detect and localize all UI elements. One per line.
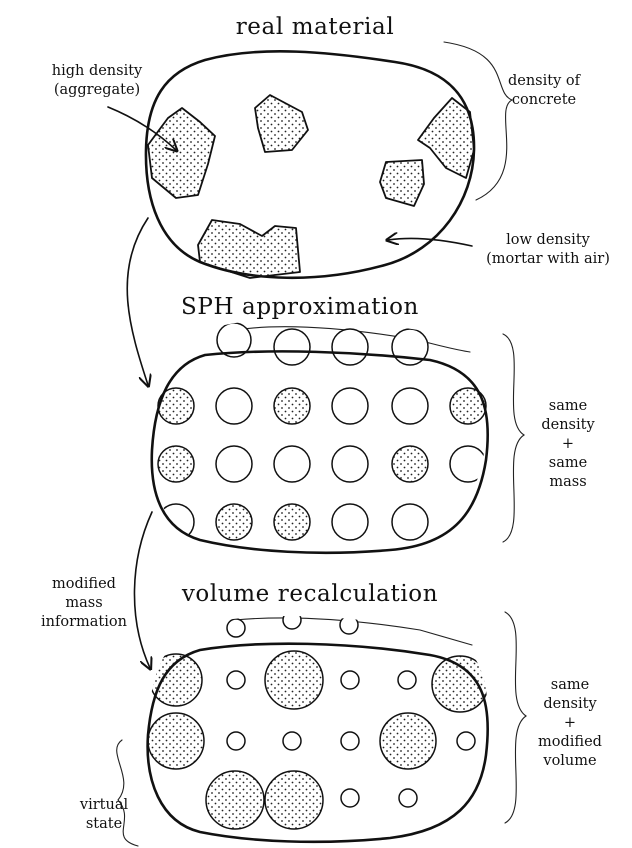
particle	[227, 619, 245, 637]
particle-dense	[206, 771, 264, 829]
particle	[332, 329, 368, 365]
label-information: information	[41, 614, 127, 630]
label-volume: volume	[542, 753, 596, 769]
label-density-2: density	[543, 696, 597, 712]
label-same-1: same	[549, 398, 587, 414]
particle	[283, 611, 301, 629]
sph-outline	[152, 351, 488, 552]
label-state: state	[86, 816, 122, 832]
particle-dense	[274, 504, 310, 540]
particle	[283, 732, 301, 750]
particle	[274, 329, 310, 365]
label-same-2: same	[549, 455, 587, 471]
title-volume-recalculation: volume recalculation	[181, 581, 438, 607]
particle-dense	[265, 651, 323, 709]
particle-dense	[158, 446, 194, 482]
particle-dense	[380, 713, 436, 769]
label-mortar-with-air: (mortar with air)	[486, 251, 610, 267]
particle	[340, 616, 358, 634]
particle-dense	[274, 388, 310, 424]
label-modified: modified	[52, 576, 116, 592]
title-sph-approximation: SPH approximation	[181, 294, 419, 320]
particle	[341, 732, 359, 750]
label-mass-info: mass	[65, 595, 102, 611]
arrow-real-to-sph	[127, 218, 148, 385]
particle	[274, 446, 310, 482]
label-same-3: same	[551, 677, 589, 693]
panel-sph-approximation: SPH approximation	[152, 294, 596, 553]
aggregate-right-top	[418, 98, 474, 178]
particle	[457, 732, 475, 750]
particle	[341, 789, 359, 807]
label-density-of: density of	[508, 73, 582, 89]
particle	[332, 446, 368, 482]
label-low-density: low density	[506, 232, 590, 248]
particle-dense	[216, 504, 252, 540]
particle	[341, 671, 359, 689]
label-modified-2: modified	[538, 734, 602, 750]
panel-volume-recalculation: volume recalculation same d	[79, 581, 602, 846]
particle-dense	[392, 446, 428, 482]
particle	[227, 671, 245, 689]
label-plus-2: +	[564, 715, 576, 731]
particle	[227, 732, 245, 750]
particle-dense	[265, 771, 323, 829]
particle	[450, 446, 486, 482]
aggregate-left	[148, 108, 215, 198]
particle	[392, 504, 428, 540]
title-real-material: real material	[236, 14, 395, 40]
particle	[332, 388, 368, 424]
particle	[332, 504, 368, 540]
label-concrete: concrete	[512, 92, 576, 108]
particle	[392, 388, 428, 424]
label-density-1: density	[541, 417, 595, 433]
particle	[216, 388, 252, 424]
aggregate-right-mid	[380, 160, 424, 206]
aggregate-top	[255, 95, 308, 152]
particle-dense	[148, 713, 204, 769]
particle-dense	[432, 656, 488, 712]
particle	[399, 789, 417, 807]
label-high-density: high density	[52, 63, 143, 79]
panel-real-material: real material high density (aggregate) l…	[52, 14, 610, 278]
particle	[216, 446, 252, 482]
brace-volume	[505, 612, 526, 823]
aggregate-bottom	[198, 220, 300, 278]
label-plus-1: +	[562, 436, 574, 452]
particle	[398, 671, 416, 689]
label-aggregate: (aggregate)	[54, 82, 140, 98]
brace-sph	[503, 334, 524, 542]
arrow-sph-to-volume	[134, 512, 152, 668]
label-virtual: virtual	[79, 797, 129, 813]
label-mass: mass	[549, 474, 586, 490]
